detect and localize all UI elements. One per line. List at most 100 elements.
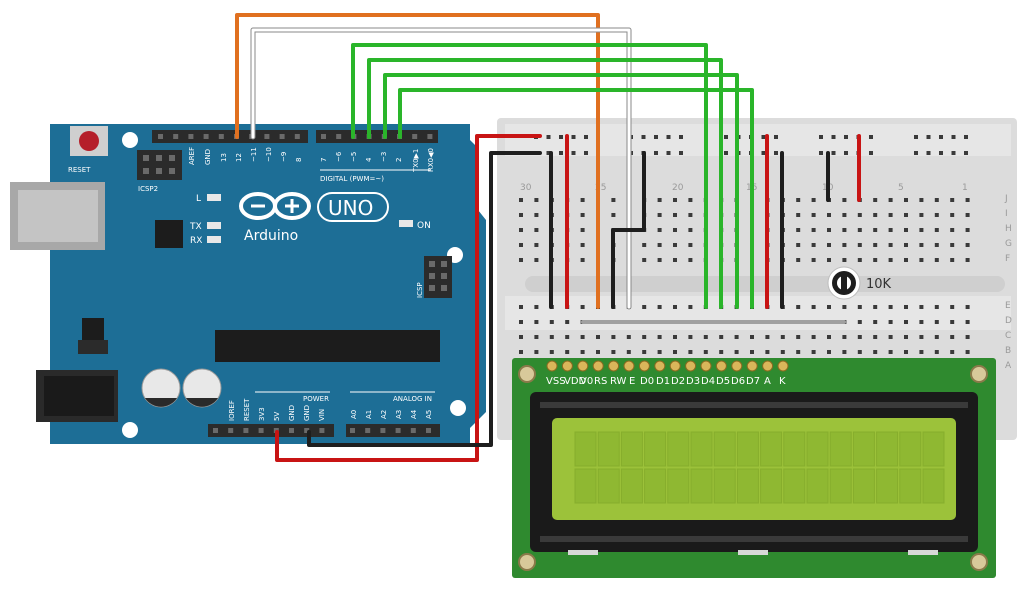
- lcd-pin-pad: [608, 360, 620, 372]
- breadboard-hole: [873, 305, 878, 309]
- breadboard-hole: [688, 213, 693, 217]
- header-pin: [410, 428, 416, 433]
- header-pin: [158, 134, 163, 139]
- breadboard-hole: [657, 305, 662, 309]
- power-label: POWER: [303, 395, 329, 403]
- lcd-char-cell: [690, 468, 713, 504]
- row-letter: D: [1005, 316, 1012, 326]
- lcd-pin-pad: [623, 360, 635, 372]
- pin-label: GND: [288, 405, 296, 421]
- breadboard-hole: [919, 198, 924, 202]
- breadboard-hole: [919, 258, 924, 262]
- lcd-pin-label: D3: [686, 376, 700, 387]
- lcd-pin-label: D6: [731, 376, 745, 387]
- capacitor: [182, 368, 222, 408]
- header-pin: [441, 261, 447, 267]
- breadboard-hole: [642, 335, 647, 339]
- reset-button[interactable]: [70, 126, 108, 156]
- breadboard-hole: [765, 335, 770, 339]
- breadboard-hole: [919, 305, 924, 309]
- lcd-char-cell: [783, 468, 806, 504]
- mounting-hole: [122, 132, 138, 148]
- header-pin: [336, 134, 342, 139]
- header-pin: [441, 285, 447, 291]
- breadboard-hole: [584, 135, 588, 139]
- breadboard-hole: [679, 151, 683, 155]
- breadboard-hole: [580, 305, 585, 309]
- row-letter: C: [1005, 331, 1011, 341]
- breadboard-hole: [534, 258, 539, 262]
- breadboard-hole: [939, 135, 943, 139]
- breadboard-hole: [965, 350, 970, 354]
- breadboard-hole: [842, 335, 847, 339]
- lcd-pin-label: VDD: [564, 376, 587, 387]
- breadboard-hole: [519, 258, 523, 262]
- breadboard-hole: [534, 350, 539, 354]
- breadboard-hole: [842, 228, 847, 232]
- breadboard-hole: [827, 243, 831, 247]
- breadboard-hole: [750, 350, 754, 354]
- header-pin: [395, 428, 401, 433]
- pin-label: A5: [425, 410, 433, 419]
- breadboard-hole: [673, 350, 677, 354]
- breadboard-hole: [688, 198, 693, 202]
- breadboard-hole: [951, 135, 956, 139]
- breadboard-hole: [827, 335, 831, 339]
- breadboard-hole: [950, 350, 955, 354]
- breadboard-hole: [519, 320, 523, 324]
- breadboard-hole: [519, 350, 523, 354]
- breadboard-hole: [534, 228, 539, 232]
- wire-green-pin2-d7: [398, 88, 754, 309]
- breadboard-hole: [873, 213, 878, 217]
- lcd-character-cells: [574, 431, 945, 504]
- breadboard-hole: [934, 198, 939, 202]
- breadboard-hole: [673, 198, 677, 202]
- breadboard-hole: [965, 335, 970, 339]
- breadboard-hole: [827, 213, 831, 217]
- breadboard-hole: [796, 228, 801, 232]
- breadboard-hole: [914, 151, 918, 155]
- breadboard-hole: [919, 350, 924, 354]
- potentiometer[interactable]: [827, 266, 861, 300]
- breadboard-hole: [642, 258, 647, 262]
- breadboard-hole: [827, 350, 831, 354]
- lcd-char-cell: [806, 468, 829, 504]
- lcd-pin-pad: [762, 360, 774, 372]
- breadboard-hole: [831, 135, 836, 139]
- lcd-pin-pad: [777, 360, 789, 372]
- lcd-pin-label: D1: [656, 376, 670, 387]
- wires: [235, 13, 861, 462]
- lcd-pin-label: RS: [594, 376, 607, 387]
- breadboard-hole: [842, 243, 847, 247]
- header-pin: [350, 428, 355, 433]
- breadboard-hole: [673, 305, 677, 309]
- led-rx: [207, 236, 221, 243]
- breadboard-hole: [688, 258, 693, 262]
- breadboard-hole: [904, 320, 908, 324]
- lcd-char-cell: [667, 431, 690, 467]
- column-number: 20: [672, 183, 684, 193]
- breadboard-hole: [919, 320, 924, 324]
- breadboard-hole: [869, 135, 873, 139]
- breadboard-hole: [580, 243, 585, 247]
- pin-label: 8: [295, 158, 303, 162]
- tx-pin-label: TX0▶1: [412, 149, 420, 173]
- lcd-char-cell: [574, 431, 597, 467]
- breadboard-hole: [534, 335, 539, 339]
- led-tx: [207, 222, 221, 229]
- breadboard-hole: [842, 350, 847, 354]
- pin-label: 13: [220, 153, 228, 162]
- aref-label: AREF: [188, 147, 196, 165]
- pin-label: ~6: [335, 151, 343, 162]
- breadboard-hole: [888, 213, 893, 217]
- digital-pin-labels: AREF GND 13 12 ~11 ~10 ~9 8 7 ~6 ~5 4 ~3…: [188, 147, 435, 173]
- breadboard-hole: [519, 213, 523, 217]
- led-l: [207, 194, 221, 201]
- breadboard-hole: [811, 258, 816, 262]
- breadboard-hole: [904, 213, 908, 217]
- column-number: 30: [520, 183, 532, 193]
- lcd-pin-pad: [654, 360, 666, 372]
- breadboard-hole: [780, 335, 785, 339]
- breadboard-hole: [842, 305, 847, 309]
